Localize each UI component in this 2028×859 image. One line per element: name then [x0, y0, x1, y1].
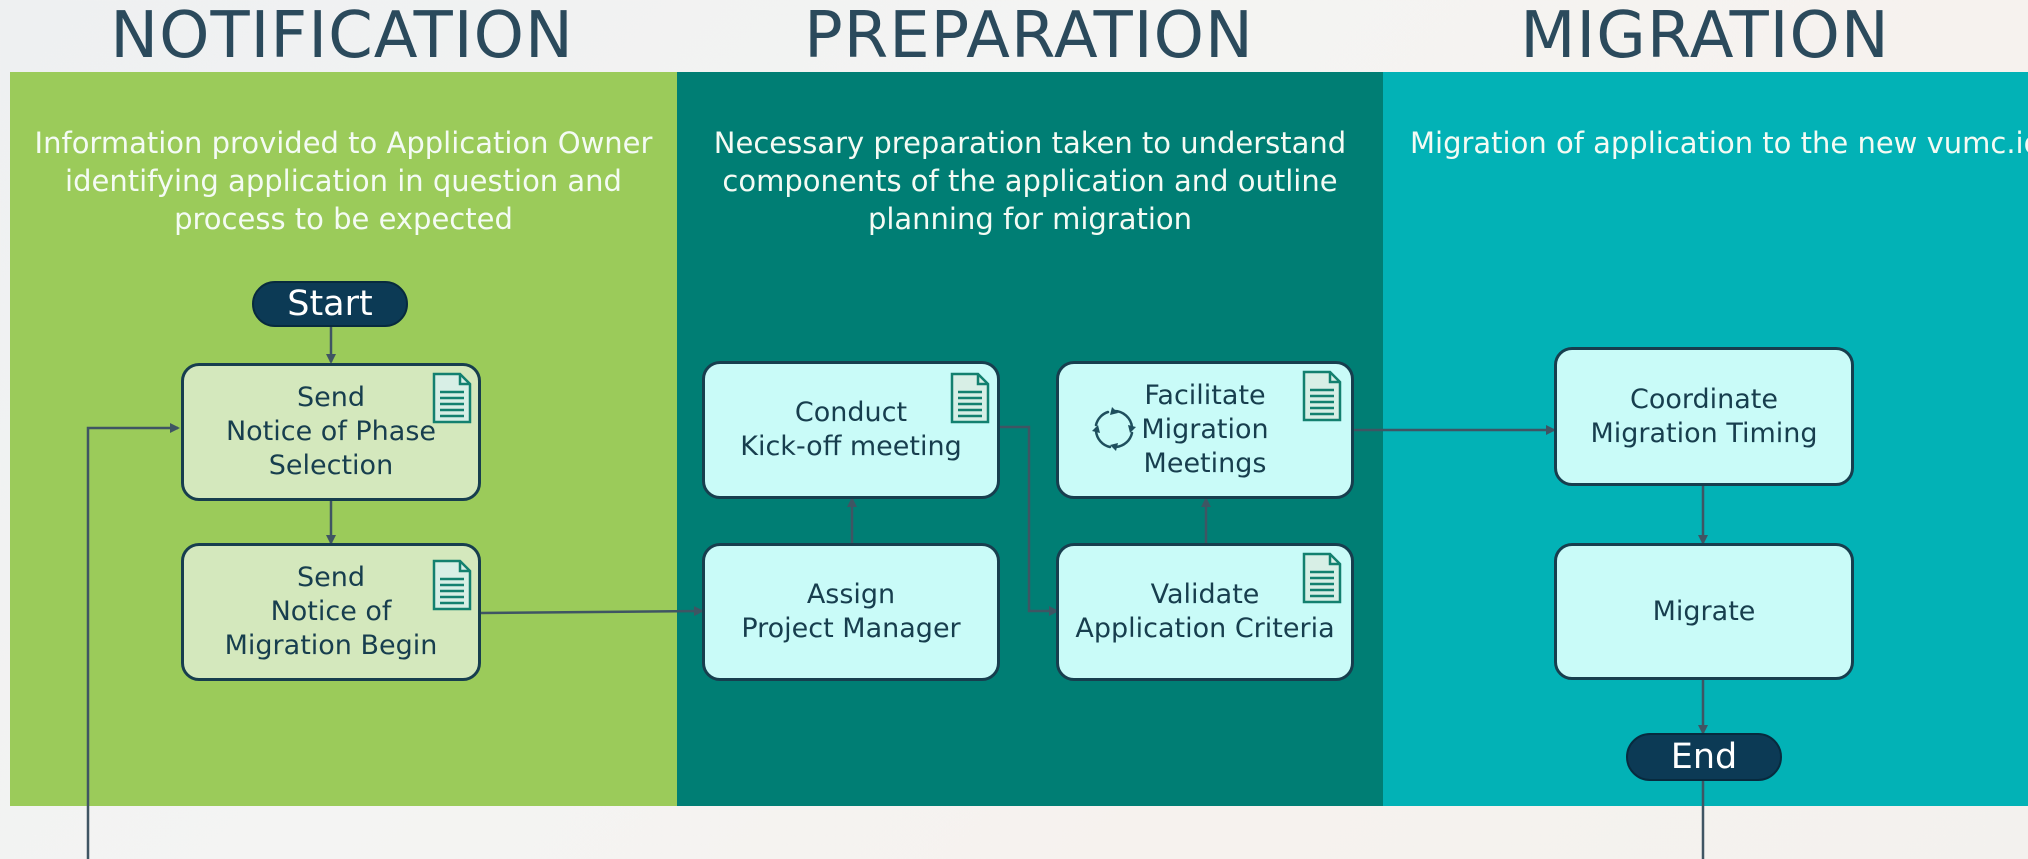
- lane-description-preparation: Necessary preparation taken to understan…: [713, 126, 1347, 236]
- send-notice-migration-begin-step[interactable]: Send Notice of Migration Begin: [181, 543, 481, 681]
- document-icon: [1302, 370, 1342, 422]
- lane-description-notification: Information provided to Application Owne…: [34, 126, 653, 236]
- send-notice-phase-selection-step[interactable]: Send Notice of Phase Selection: [181, 363, 481, 501]
- document-icon: [432, 559, 472, 611]
- migrate-label: Migrate: [1652, 595, 1756, 627]
- start-terminal[interactable]: Start: [252, 281, 408, 327]
- phase-title-migration: MIGRATION: [1520, 0, 1890, 73]
- phase-title-notification: NOTIFICATION: [110, 0, 574, 73]
- send-notice-migration-begin-label: Send Notice of Migration Begin: [224, 562, 438, 661]
- migrate-step[interactable]: Migrate: [1554, 543, 1854, 680]
- validate-application-criteria-label: Validate Application Criteria: [1075, 579, 1335, 644]
- arrow-migration-begin-to-assign-pm: [479, 606, 704, 617]
- arrow-loop-back-to-phase-selection: [86, 423, 180, 859]
- facilitate-migration-meetings-label: Facilitate Migration Meetings: [1141, 380, 1269, 479]
- coordinate-migration-timing-label: Coordinate Migration Timing: [1590, 383, 1818, 449]
- lane-notification: Information provided to Application Owne…: [10, 72, 677, 806]
- assign-project-manager-step[interactable]: Assign Project Manager: [702, 543, 1000, 681]
- send-notice-phase-selection-label: Send Notice of Phase Selection: [225, 382, 437, 481]
- end-terminal[interactable]: End: [1626, 733, 1782, 781]
- document-icon: [950, 372, 990, 424]
- document-icon: [1302, 552, 1342, 604]
- arrow-kickoff-to-validate: [998, 425, 1059, 616]
- document-icon: [432, 372, 472, 424]
- coordinate-migration-timing-step[interactable]: Coordinate Migration Timing: [1554, 347, 1854, 486]
- refresh-cycle-icon: [1092, 407, 1136, 451]
- conduct-kickoff-label: Conduct Kick-off meeting: [740, 397, 962, 462]
- conduct-kickoff-step[interactable]: Conduct Kick-off meeting: [702, 361, 1000, 499]
- assign-project-manager-label: Assign Project Manager: [741, 579, 961, 644]
- phase-title-preparation: PREPARATION: [804, 0, 1254, 73]
- lane-description-migration: Migration of application to the new vumc…: [1410, 126, 2028, 160]
